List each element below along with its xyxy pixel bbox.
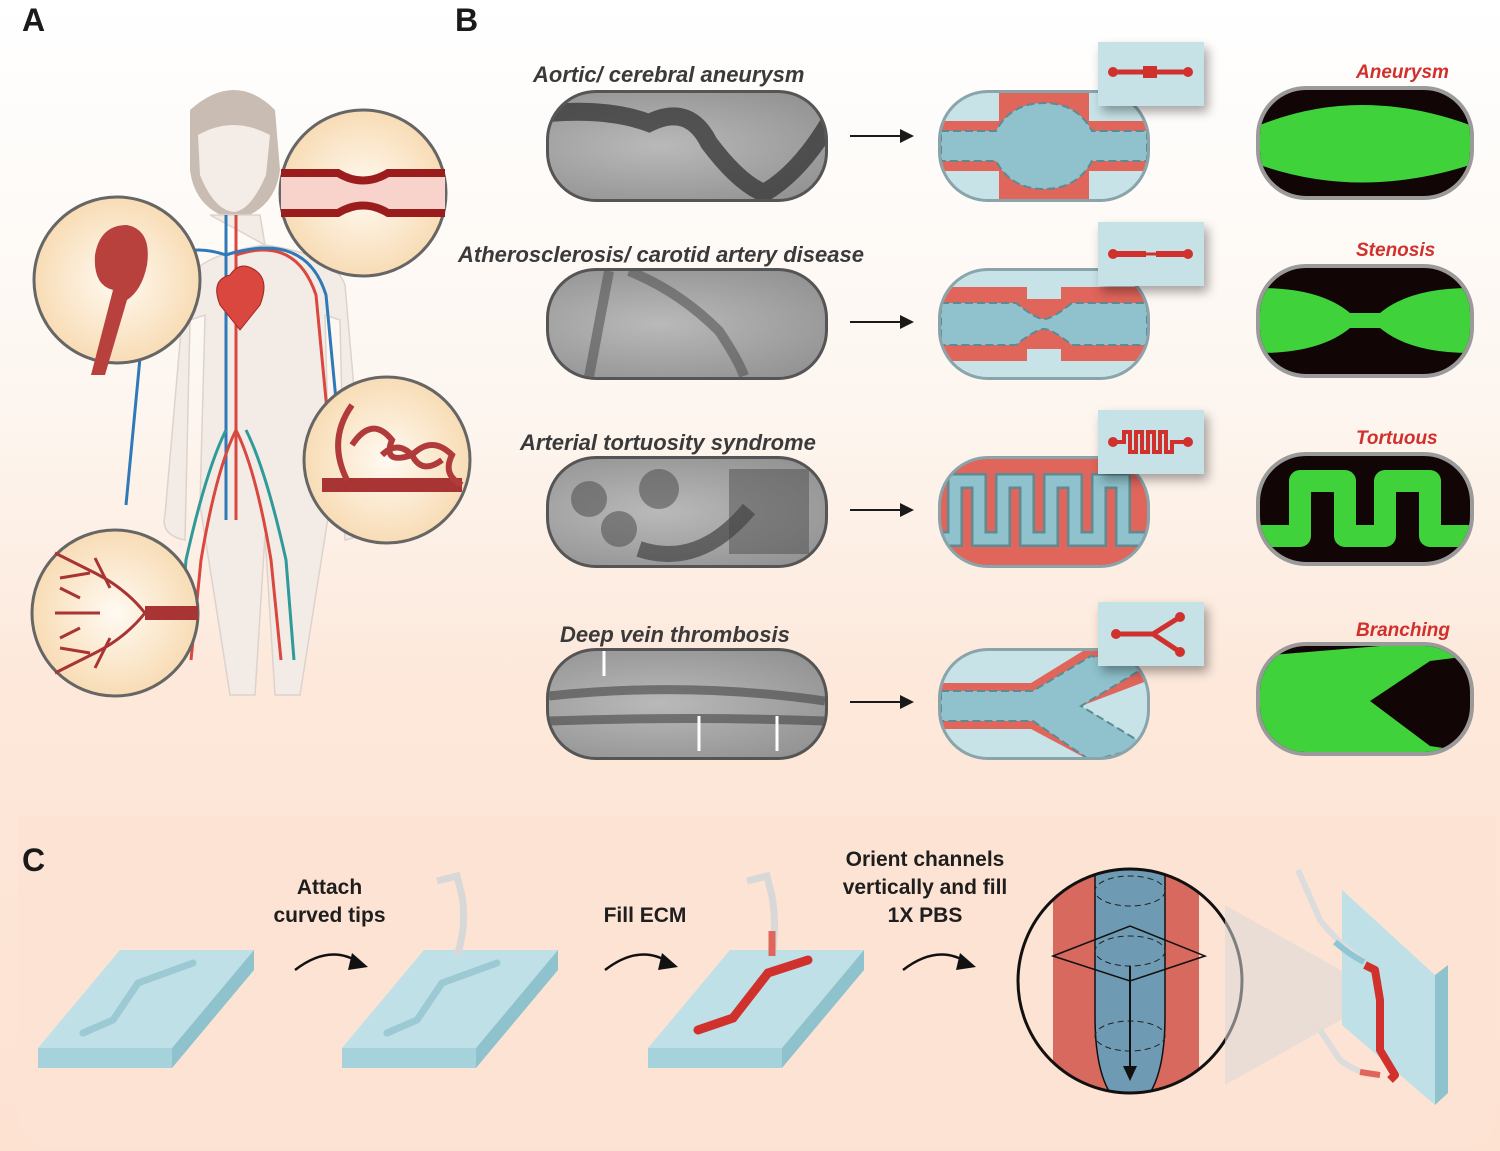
body-silhouette bbox=[163, 90, 367, 696]
chip-vertical-orientation bbox=[1342, 890, 1448, 1105]
magnifier-cone bbox=[1225, 905, 1385, 1085]
angiogram-aneurysm bbox=[546, 90, 828, 202]
pipette-tip-icon bbox=[746, 871, 778, 957]
heart-icon bbox=[216, 265, 265, 331]
fluorescence-image-aneurysm bbox=[1256, 86, 1474, 200]
inset-tortuous-vessels bbox=[302, 375, 472, 545]
step-label-attach-tips: Attach curved tips bbox=[262, 874, 397, 930]
model-label-stenosis: Stenosis bbox=[1356, 240, 1436, 261]
model-label-aneurysm: Aneurysm bbox=[1356, 62, 1449, 83]
vertical-channel-with-tips bbox=[1295, 868, 1399, 1083]
curved-arrow-icon bbox=[294, 953, 368, 971]
magnified-channel-cross-section bbox=[1016, 867, 1244, 1095]
disease-title-aneurysm: Aortic/ cerebral aneurysm bbox=[533, 62, 805, 87]
step-label-orient-channels: Orient channels vertically and fill 1X P… bbox=[825, 846, 1025, 930]
step-label-fill-ecm: Fill ECM bbox=[590, 902, 700, 930]
channel-design-aneurysm bbox=[938, 90, 1150, 202]
pipette-tip-icon bbox=[436, 871, 468, 958]
angiogram-tortuous bbox=[546, 456, 828, 568]
curved-arrow-icon bbox=[604, 953, 678, 971]
panel-c-label: C bbox=[22, 842, 46, 878]
chip-filled-ecm bbox=[648, 950, 864, 1068]
inset-stenosed-vessel bbox=[278, 108, 448, 278]
arrow-right-icon bbox=[850, 503, 914, 517]
disease-title-tortuous: Arterial tortuosity syndrome bbox=[520, 430, 816, 455]
model-label-branching: Branching bbox=[1356, 620, 1450, 641]
model-label-tortuous: Tortuous bbox=[1356, 428, 1438, 449]
channel-design-tortuous bbox=[938, 456, 1150, 568]
human-body-illustration bbox=[124, 90, 367, 696]
channel-design-branching bbox=[938, 648, 1150, 760]
chip-with-tips bbox=[342, 950, 558, 1068]
curved-arrow-icon bbox=[902, 953, 976, 971]
disease-title-stenosis: Atherosclerosis/ carotid artery disease bbox=[458, 242, 864, 267]
channel-thumbnail-branching bbox=[1098, 602, 1204, 666]
fluorescence-image-tortuous bbox=[1256, 452, 1474, 566]
panel-a-label: A bbox=[22, 2, 46, 38]
arrow-right-icon bbox=[850, 315, 914, 329]
fluorescence-image-stenosis bbox=[1256, 264, 1474, 378]
disease-title-branching: Deep vein thrombosis bbox=[560, 622, 790, 647]
channel-thumbnail-tortuous bbox=[1098, 410, 1204, 474]
angiogram-branching bbox=[546, 648, 828, 760]
channel-design-stenosis bbox=[938, 268, 1150, 380]
chip-empty-channel bbox=[38, 950, 254, 1068]
step-label-line: Orient channels bbox=[845, 848, 1005, 871]
inset-aortic-aneurysm bbox=[32, 195, 202, 375]
inset-branching-vessels bbox=[30, 528, 200, 698]
step-label-line: Attach bbox=[296, 876, 363, 899]
arrow-right-icon bbox=[850, 129, 914, 143]
channel-thumbnail-stenosis bbox=[1098, 222, 1204, 286]
panel-b-label: B bbox=[455, 2, 479, 38]
channel-thumbnail-aneurysm bbox=[1098, 42, 1204, 106]
angiogram-stenosis bbox=[546, 268, 828, 380]
step-label-line: 1X PBS bbox=[887, 904, 963, 927]
step-label-line: vertically and fill bbox=[842, 876, 1008, 899]
step-label-line: Fill ECM bbox=[603, 904, 687, 927]
step-label-line: curved tips bbox=[273, 904, 386, 927]
fluorescence-image-branching bbox=[1256, 642, 1474, 756]
arrow-right-icon bbox=[850, 695, 914, 709]
